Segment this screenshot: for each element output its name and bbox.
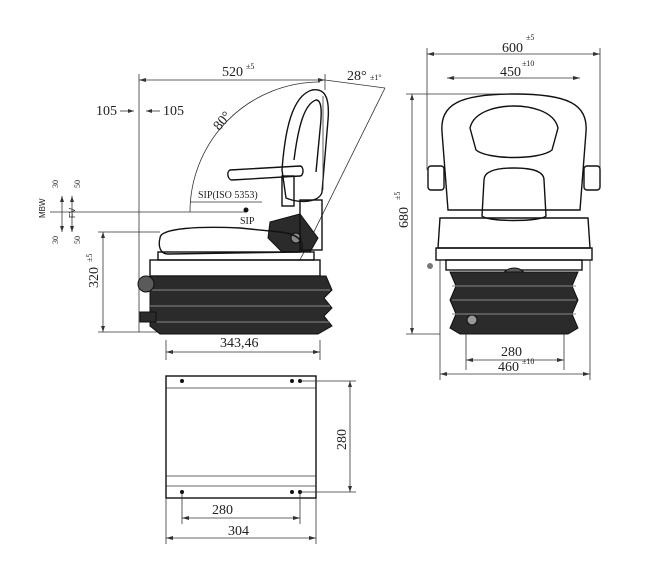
vert-top2-value: 50 [73,180,82,188]
bottom-rail-depth-value: 280 [335,429,350,450]
side-view: 520 ±5 28° ±1° 80° 105 105 30 50 MBW FV … [38,62,386,360]
front-height-tolerance: ±5 [393,192,402,200]
small-label-fv: FV [68,207,77,218]
front-width-value: 600 [502,41,523,56]
side-width-tolerance: ±5 [246,62,254,71]
bottom-hole-spacing-value: 280 [212,503,233,518]
fore-aft-left-value: 105 [96,104,117,119]
front-view: 600 ±5 450 ±10 680 ±5 [393,33,601,380]
front-inner-width-value: 450 [500,65,521,80]
front-inner-width-tolerance: ±10 [522,59,534,68]
small-label-mbw: MBW [38,198,47,218]
front-base-width-value: 460 [498,360,519,375]
sip-point-label: SIP [240,216,255,227]
recline-arc-value: 80° [211,109,235,134]
vert-top-value: 30 [51,180,60,188]
vert-bottom2-value: 50 [73,236,82,244]
side-height-value: 320 [87,267,102,288]
front-rail-width-value: 280 [501,345,522,360]
side-width-value: 520 [222,65,243,80]
vert-bottom-value: 30 [51,236,60,244]
sip-iso-label: SIP(ISO 5353) [198,190,258,201]
side-base-width-value: 343,46 [220,336,259,351]
front-base-width-tolerance: ±10 [522,357,534,366]
back-angle-tolerance: ±1° [370,73,382,82]
front-height-value: 680 [397,207,412,228]
back-angle-value: 28° [347,69,367,84]
bottom-plate-width-value: 304 [228,524,249,539]
fore-aft-right-value: 105 [163,104,184,119]
front-width-tolerance: ±5 [526,33,534,42]
side-height-tolerance: ±5 [85,254,94,262]
bottom-view: 280 280 304 [165,375,356,544]
